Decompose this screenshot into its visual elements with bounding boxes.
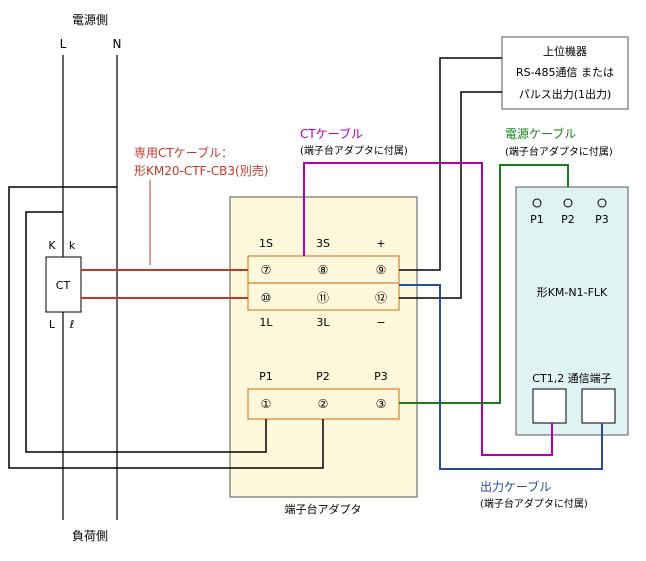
line-n-label: N — [113, 37, 122, 51]
adapter-header-3s: 3S — [316, 237, 330, 250]
terminal-12: ⑫ — [375, 291, 387, 305]
line-l-label: L — [60, 37, 67, 51]
ct-terminal-l-lower: ℓ — [69, 318, 75, 331]
ct-cable2-label-1: CTケーブル — [300, 126, 363, 141]
adapter-label-1l: 1L — [259, 316, 273, 329]
host-line3: パルス出力(1出力) — [519, 87, 612, 101]
load-side-label: 負荷側 — [72, 529, 108, 543]
wire-power-green — [399, 164, 569, 404]
ct-box — [45, 256, 82, 313]
adapter-header-p1: P1 — [259, 370, 273, 383]
terminal-11: ⑪ — [317, 291, 329, 305]
device-comm-label: CT1,2 通信端子 — [532, 372, 611, 385]
terminal-10: ⑩ — [261, 291, 272, 305]
device-terminal-p2-icon — [563, 198, 573, 208]
wire-host-to-terminal-12 — [399, 91, 502, 299]
adapter-label-3l: 3L — [316, 316, 330, 329]
ct-terminal-l-upper: L — [49, 318, 56, 331]
terminal-7: ⑦ — [261, 263, 272, 277]
terminal-3: ③ — [376, 397, 387, 411]
ct-cable2-label-2: (端子台アダプタに付属) — [300, 144, 408, 157]
device-name: 形KM-N1-FLK — [537, 286, 608, 299]
wire-ct-magenta — [303, 162, 553, 456]
output-cable-label-1: 出力ケーブル — [480, 479, 551, 494]
device-terminal-p1-icon — [532, 198, 542, 208]
terminal-8: ⑧ — [318, 263, 329, 277]
adapter-label-minus: − — [376, 316, 385, 329]
ct-terminal-k-lower: k — [69, 239, 76, 252]
wire-l-to-p1 — [25, 211, 267, 453]
adapter-name: 端子台アダプタ — [285, 502, 362, 516]
host-line1: 上位機器 — [543, 44, 587, 58]
host-line2: RS-485通信 または — [516, 66, 614, 79]
wire-n-to-p2 — [8, 186, 324, 469]
adapter-header-1s: 1S — [259, 237, 273, 250]
adapter-header-p2: P2 — [316, 370, 330, 383]
adapter-header-plus: + — [376, 237, 385, 250]
power-cable-label-2: (端子台アダプタに付属) — [505, 145, 613, 158]
terminal-9: ⑨ — [376, 263, 387, 277]
device-terminal-p3-label: P3 — [595, 213, 609, 226]
ct-cable-label-1: 専用CTケーブル： — [134, 145, 233, 160]
ct-cable-label-2: 形KM20-CTF-CB3(別売) — [134, 163, 268, 178]
terminal-1: ① — [261, 397, 272, 411]
wire-output-blue — [399, 284, 603, 470]
device-terminal-p2-label: P2 — [561, 213, 575, 226]
device-terminal-p1-label: P1 — [530, 213, 544, 226]
device-terminal-p3-icon — [597, 198, 607, 208]
host-device-box — [501, 36, 629, 110]
device-ct-connector-2 — [581, 388, 616, 424]
ct-label: CT — [56, 279, 71, 292]
power-cable-label-1: 電源ケーブル — [505, 126, 576, 141]
adapter-header-p3: P3 — [374, 370, 388, 383]
terminal-2: ② — [318, 397, 329, 411]
device-ct-connector-1 — [532, 388, 567, 424]
power-side-label: 電源側 — [72, 13, 108, 27]
ct-terminal-k-upper: K — [48, 239, 56, 252]
output-cable-label-2: (端子台アダプタに付属) — [480, 497, 588, 510]
